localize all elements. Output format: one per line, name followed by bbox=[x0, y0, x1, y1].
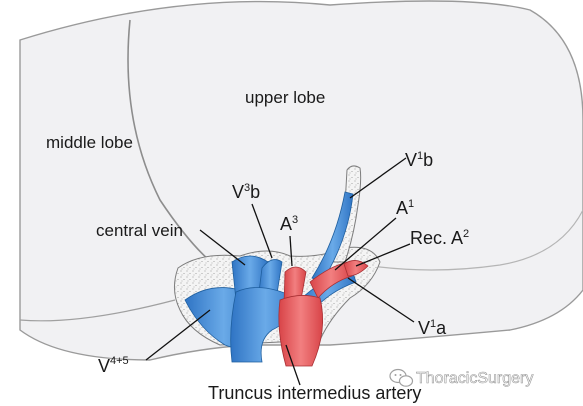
leader-truncus bbox=[285, 344, 301, 386]
leader-a1 bbox=[334, 217, 397, 271]
label-truncus-intermedius-artery: Truncus intermedius artery bbox=[208, 383, 421, 403]
watermark-text: ThoracicSurgery bbox=[416, 370, 533, 387]
label-v4-5: V4+5 bbox=[98, 355, 129, 376]
lung-ridge bbox=[364, 209, 583, 271]
truncus-intermedius-artery bbox=[278, 295, 324, 367]
leader-rec-a2 bbox=[355, 243, 411, 267]
label-middle-lobe: middle lobe bbox=[46, 133, 133, 152]
artery-rec-a2 bbox=[343, 260, 369, 277]
leader-v1b bbox=[349, 157, 407, 199]
leader-v4-5 bbox=[145, 309, 211, 361]
leader-v3b bbox=[251, 203, 273, 259]
leader-central-vein bbox=[199, 229, 246, 266]
label-a3: A3 bbox=[280, 214, 298, 234]
wechat-icon bbox=[389, 368, 414, 387]
leader-a3 bbox=[289, 235, 293, 267]
middle-lobe-edge bbox=[19, 299, 176, 322]
label-central-vein: central vein bbox=[96, 221, 183, 240]
label-v3b: V3b bbox=[232, 182, 260, 202]
label-rec-a2: Rec. A2 bbox=[410, 228, 469, 248]
label-v1b: V1b bbox=[405, 150, 433, 170]
watermark: ThoracicSurgery bbox=[389, 368, 534, 387]
leader-v1a bbox=[347, 277, 415, 323]
label-v1a: V1a bbox=[418, 318, 447, 338]
label-a1: A1 bbox=[396, 198, 414, 218]
label-upper-lobe: upper lobe bbox=[245, 88, 325, 107]
